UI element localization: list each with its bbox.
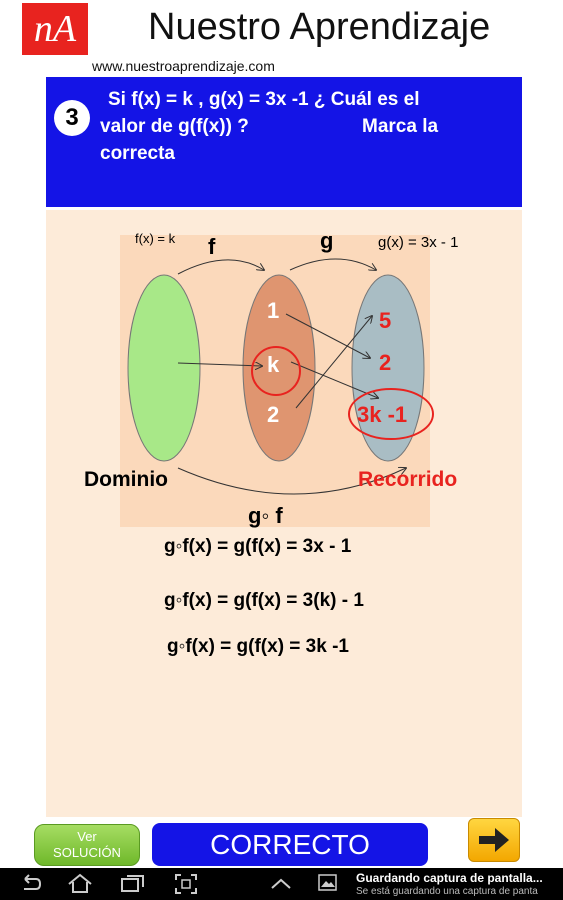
home-icon[interactable] xyxy=(66,873,94,895)
middle-value-k: k xyxy=(267,352,280,377)
correcto-button[interactable]: CORRECTO xyxy=(152,823,428,866)
image-notification-icon xyxy=(318,874,337,891)
arrow-1-to-2 xyxy=(285,313,370,358)
question-line-3: correcta xyxy=(100,143,175,164)
k-highlight-circle xyxy=(251,346,301,396)
chevron-up-icon[interactable] xyxy=(268,873,294,895)
app-logo: nA xyxy=(22,3,88,55)
recorrido-label: Recorrido xyxy=(358,468,457,491)
g-label: g xyxy=(320,228,333,253)
equation-1: g◦f(x) = g(f(x) = 3x - 1 xyxy=(164,536,352,557)
ver-solucion-button[interactable]: Ver SOLUCIÓN xyxy=(34,824,140,866)
g-arc-arrow xyxy=(289,258,376,270)
g-definition: g(x) = 3x - 1 xyxy=(378,234,458,251)
arrow-k-to-3k-1 xyxy=(290,361,378,398)
composition-label: g◦ f xyxy=(248,503,283,528)
range-value-2: 2 xyxy=(379,350,391,375)
dominio-label: Dominio xyxy=(84,468,168,491)
range-value-5: 5 xyxy=(379,308,391,333)
arrow-domain-to-k xyxy=(177,363,262,366)
back-icon[interactable] xyxy=(18,873,42,895)
system-navigation-bar xyxy=(0,868,563,900)
recent-apps-icon[interactable] xyxy=(120,873,146,895)
composition-arc-arrow xyxy=(177,468,406,495)
question-box: 3 Si f(x) = k , g(x) = 3x -1 ¿ Cuál es e… xyxy=(46,77,522,207)
question-line-1: Si f(x) = k , g(x) = 3x -1 ¿ Cuál es el xyxy=(108,89,420,110)
question-line-2a: valor de g(f(x)) ? xyxy=(100,116,249,137)
f-definition: f(x) = k xyxy=(135,231,176,246)
app-url: www.nuestroaprendizaje.com xyxy=(92,58,275,74)
equation-3: g◦f(x) = g(f(x) = 3k -1 xyxy=(167,636,349,657)
range-value-3k-1: 3k -1 xyxy=(357,402,407,427)
notification-title: Guardando captura de pantalla... xyxy=(356,871,543,885)
solution-panel: f(x) = k f g g(x) = 3x - 1 1 k 2 5 2 3k … xyxy=(46,210,522,817)
next-button[interactable] xyxy=(468,818,520,862)
question-number: 3 xyxy=(54,100,90,136)
f-label: f xyxy=(208,234,216,259)
function-diagram: f(x) = k f g g(x) = 3x - 1 1 k 2 5 2 3k … xyxy=(84,228,458,528)
question-line-2b: Marca la xyxy=(362,116,439,137)
middle-value-1: 1 xyxy=(267,298,279,323)
arrow-right-icon xyxy=(479,828,509,852)
app-title: Nuestro Aprendizaje xyxy=(148,6,491,48)
middle-value-2: 2 xyxy=(267,402,279,427)
ver-solucion-line-1: Ver xyxy=(77,829,97,844)
notification-text: Se está guardando una captura de panta xyxy=(356,886,538,897)
domain-set xyxy=(127,274,201,462)
answer-highlight-ellipse xyxy=(348,388,434,440)
ver-solucion-line-2: SOLUCIÓN xyxy=(53,845,121,860)
screenshot-icon[interactable] xyxy=(174,873,198,895)
middle-set xyxy=(242,274,316,462)
equation-2: g◦f(x) = g(f(x) = 3(k) - 1 xyxy=(164,590,364,611)
f-arc-arrow xyxy=(177,259,264,275)
arrow-2-to-5 xyxy=(295,316,372,409)
